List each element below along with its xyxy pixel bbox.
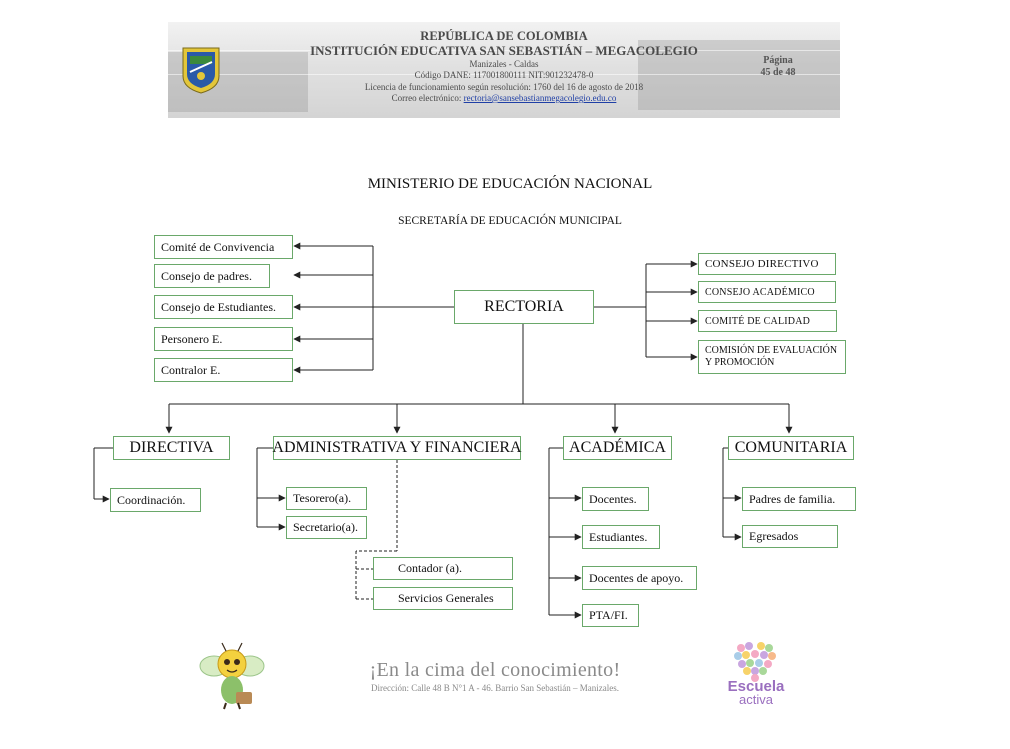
rectoria-box: RECTORIA [454,290,594,324]
area-directiva-box: DIRECTIVA [113,436,230,460]
pta-box: PTA/FI. [582,604,639,627]
logo-text-activa: activa [716,692,796,707]
contralor-box: Contralor E. [154,358,293,382]
footer-address: Dirección: Calle 48 B N°1 A - 46. Barrio… [300,683,690,693]
contador-box: Contador (a). [373,557,513,580]
comision-evaluacion-box: COMISIÓN DE EVALUACIÓN Y PROMOCIÓN [698,340,846,374]
egresados-box: Egresados [742,525,838,548]
estudiantes-box: Estudiantes. [582,525,660,549]
consejo-directivo-box: CONSEJO DIRECTIVO [698,253,836,275]
consejo-academico-box: CONSEJO ACADÉMICO [698,281,836,303]
area-comunitaria-box: COMUNITARIA [728,436,854,460]
docentes-apoyo-box: Docentes de apoyo. [582,566,697,590]
bee-mascot-icon [198,640,266,710]
docentes-box: Docentes. [582,487,649,511]
consejo-estudiantes-box: Consejo de Estudiantes. [154,295,293,319]
coordinacion-box: Coordinación. [110,488,201,512]
area-administrativa-box: ADMINISTRATIVA Y FINANCIERA [273,436,521,460]
servicios-generales-box: Servicios Generales [373,587,513,610]
area-academica-box: ACADÉMICA [563,436,672,460]
heart-logo-icon [732,640,778,682]
secretario-box: Secretario(a). [286,516,367,539]
consejo-padres-box: Consejo de padres. [154,264,270,288]
comite-convivencia-box: Comité de Convivencia [154,235,293,259]
tesorero-box: Tesorero(a). [286,487,367,510]
personero-box: Personero E. [154,327,293,351]
footer-slogan: ¡En la cima del conocimiento! [300,659,690,682]
padres-familia-box: Padres de familia. [742,487,856,511]
comite-calidad-box: COMITÉ DE CALIDAD [698,310,837,332]
